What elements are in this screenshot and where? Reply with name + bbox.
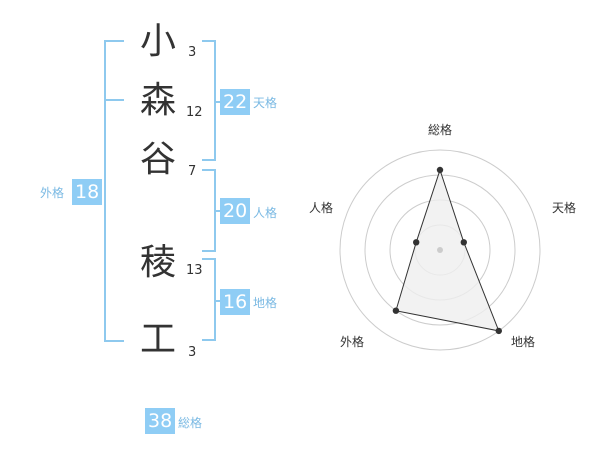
radar-series-area <box>395 168 500 332</box>
gaikaku-label: 外格 <box>40 186 65 200</box>
tenkaku-connector <box>214 101 222 103</box>
name-char-3: 谷 <box>139 139 176 180</box>
name-char-1: 小 <box>139 21 176 62</box>
radar-axis-label-tenkaku: 天格 <box>552 201 577 215</box>
gaikaku-bracket-middle-tick <box>104 99 124 101</box>
chikaku-label: 地格 <box>253 296 278 310</box>
chikaku-badge: 16 <box>220 289 251 315</box>
stroke-count-3: 7 <box>188 164 197 179</box>
stroke-count-5: 3 <box>188 345 197 360</box>
radar-center-dot <box>437 247 443 253</box>
stroke-count-1: 3 <box>188 45 197 60</box>
radar-point-4 <box>392 307 400 314</box>
gaikaku-bracket <box>104 40 124 342</box>
stroke-count-2: 12 <box>186 105 203 120</box>
radar-axis-label-soukaku: 総格 <box>428 123 453 137</box>
soukaku-label: 総格 <box>178 416 203 430</box>
tenkaku-label: 天格 <box>253 96 278 110</box>
radar-point-3 <box>495 327 502 335</box>
name-char-4: 稜 <box>139 242 176 283</box>
radar-point-2 <box>460 239 467 246</box>
radar-point-5 <box>413 239 420 246</box>
tenkaku-badge: 22 <box>220 89 251 115</box>
radar-point-1 <box>436 166 444 174</box>
jinkaku-badge: 20 <box>220 198 251 224</box>
tenkaku-bracket <box>202 40 216 161</box>
chikaku-bracket <box>202 258 216 341</box>
gaikaku-badge: 18 <box>72 179 103 205</box>
radar-axis-label-jinkaku: 人格 <box>309 201 334 215</box>
chikaku-connector <box>214 300 222 302</box>
radar-ring <box>339 149 541 351</box>
jinkaku-label: 人格 <box>253 206 278 220</box>
radar-axis-label-gaikaku: 外格 <box>340 335 365 349</box>
jinkaku-connector <box>214 210 222 212</box>
stroke-count-4: 13 <box>186 263 203 278</box>
radar-axis-label-chikaku: 地格 <box>511 335 536 349</box>
name-char-2: 森 <box>139 80 176 121</box>
soukaku-badge: 38 <box>145 408 176 434</box>
name-char-5: 工 <box>139 319 176 360</box>
